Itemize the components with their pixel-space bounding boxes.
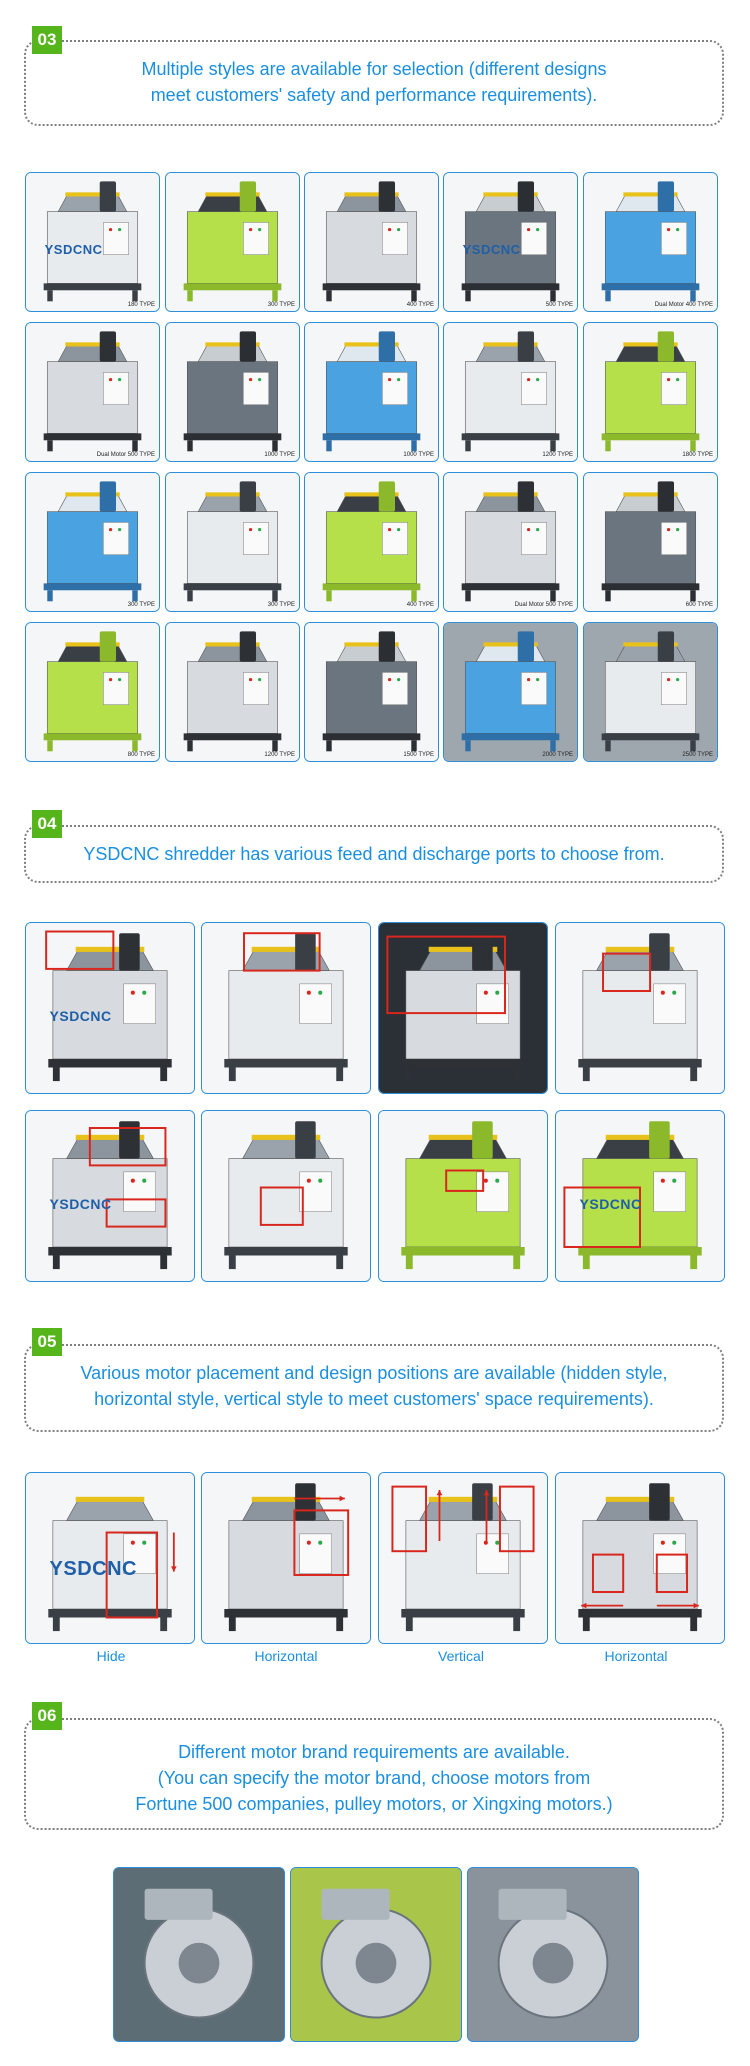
type-label: Dual Motor 400 TYPE [654,302,713,308]
shredder-style-card: 1800 TYPE [583,322,718,462]
type-label: 300 TYPE [127,602,155,608]
shredder-style-card: 600 TYPE [583,472,718,612]
type-label: 1000 TYPE [264,452,295,458]
ysdcnc-logo: YSDCNC [44,242,103,257]
type-label: 2000 TYPE [542,752,573,758]
shredder-style-card: Dual Motor 500 TYPE [443,472,578,612]
motor-placement-card [555,1472,725,1644]
motor-placement-card: YSDCNC [25,1472,195,1644]
port-option-card [378,1110,548,1282]
shredder-style-card: 1500 TYPE [304,622,439,762]
shredder-style-card: 1000 TYPE [165,322,300,462]
text-line: Fortune 500 companies, pulley motors, or… [135,1794,613,1814]
port-option-card [201,1110,371,1282]
shredder-style-card: YSDCNC 500 TYPE [443,172,578,312]
section-06-box [24,1718,724,1830]
type-label: 1000 TYPE [403,452,434,458]
section-number-badge: 06 [32,1702,62,1730]
port-option-card [201,922,371,1094]
ysdcnc-logo: YSDCNC [579,1196,642,1212]
motor-brand-photo [467,1867,639,2042]
shredder-style-card: 400 TYPE [304,472,439,612]
ysdcnc-logo: YSDCNC [49,1008,112,1024]
caption-horizontal: Horizontal [254,1648,318,1664]
motor-brand-photo [290,1867,462,2042]
port-option-card [555,922,725,1094]
section-03-text: Multiple styles are available for select… [24,56,724,108]
caption-vertical: Vertical [438,1648,484,1664]
shredder-style-card: 2500 TYPE [583,622,718,762]
type-label: 500 TYPE [545,302,573,308]
section-05-text: Various motor placement and design posit… [24,1360,724,1412]
shredder-style-card: 1200 TYPE [165,622,300,762]
section-number-badge: 05 [32,1328,62,1356]
port-option-card [378,922,548,1094]
section-03-box [24,40,724,126]
shredder-style-card: 300 TYPE [165,472,300,612]
caption-hide: Hide [96,1648,126,1664]
section-04-box [24,825,724,883]
motor-placement-card [201,1472,371,1644]
section-05-box [24,1344,724,1432]
ysdcnc-logo: YSDCNC [49,1558,137,1580]
type-label: 1500 TYPE [403,752,434,758]
type-label: 800 TYPE [127,752,155,758]
shredder-style-card: 1200 TYPE [443,322,578,462]
shredder-style-card: Dual Motor 400 TYPE [583,172,718,312]
text-line: YSDCNC shredder has various feed and dis… [83,844,665,864]
ysdcnc-logo: YSDCNC [49,1196,112,1212]
type-label: 1200 TYPE [264,752,295,758]
type-label: Dual Motor 500 TYPE [96,452,155,458]
ysdcnc-logo: YSDCNC [462,242,521,257]
shredder-style-card: 300 TYPE [25,472,160,612]
type-label: 180 TYPE [127,302,155,308]
shredder-style-card: 300 TYPE [165,172,300,312]
text-line: meet customers' safety and performance r… [150,85,598,105]
shredder-style-card: Dual Motor 500 TYPE [25,322,160,462]
shredder-style-card: 2000 TYPE [443,622,578,762]
port-option-card: YSDCNC [555,1110,725,1282]
shredder-style-card: 400 TYPE [304,172,439,312]
shredder-style-card: YSDCNC 180 TYPE [25,172,160,312]
port-option-card: YSDCNC [25,922,195,1094]
motor-brand-photo [113,1867,285,2042]
text-line: Different motor brand requirements are a… [178,1742,570,1762]
type-label: 1800 TYPE [682,452,713,458]
type-label: 300 TYPE [267,302,295,308]
type-label: 300 TYPE [267,602,295,608]
section-number-badge: 04 [32,810,62,838]
motor-placement-card [378,1472,548,1644]
text-line: horizontal style, vertical style to meet… [94,1389,654,1409]
text-line: (You can specify the motor brand, choose… [157,1768,591,1788]
type-label: 1200 TYPE [542,452,573,458]
section-06-text: Different motor brand requirements are a… [24,1739,724,1817]
shredder-style-card: 1000 TYPE [304,322,439,462]
caption-horizontal-2: Horizontal [604,1648,668,1664]
type-label: Dual Motor 500 TYPE [514,602,573,608]
text-line: Multiple styles are available for select… [141,59,607,79]
section-04-text: YSDCNC shredder has various feed and dis… [24,841,724,867]
section-number-badge: 03 [32,26,62,54]
type-label: 2500 TYPE [682,752,713,758]
port-option-card: YSDCNC [25,1110,195,1282]
type-label: 600 TYPE [685,602,713,608]
text-line: Various motor placement and design posit… [80,1363,668,1383]
shredder-style-card: 800 TYPE [25,622,160,762]
type-label: 400 TYPE [406,602,434,608]
type-label: 400 TYPE [406,302,434,308]
